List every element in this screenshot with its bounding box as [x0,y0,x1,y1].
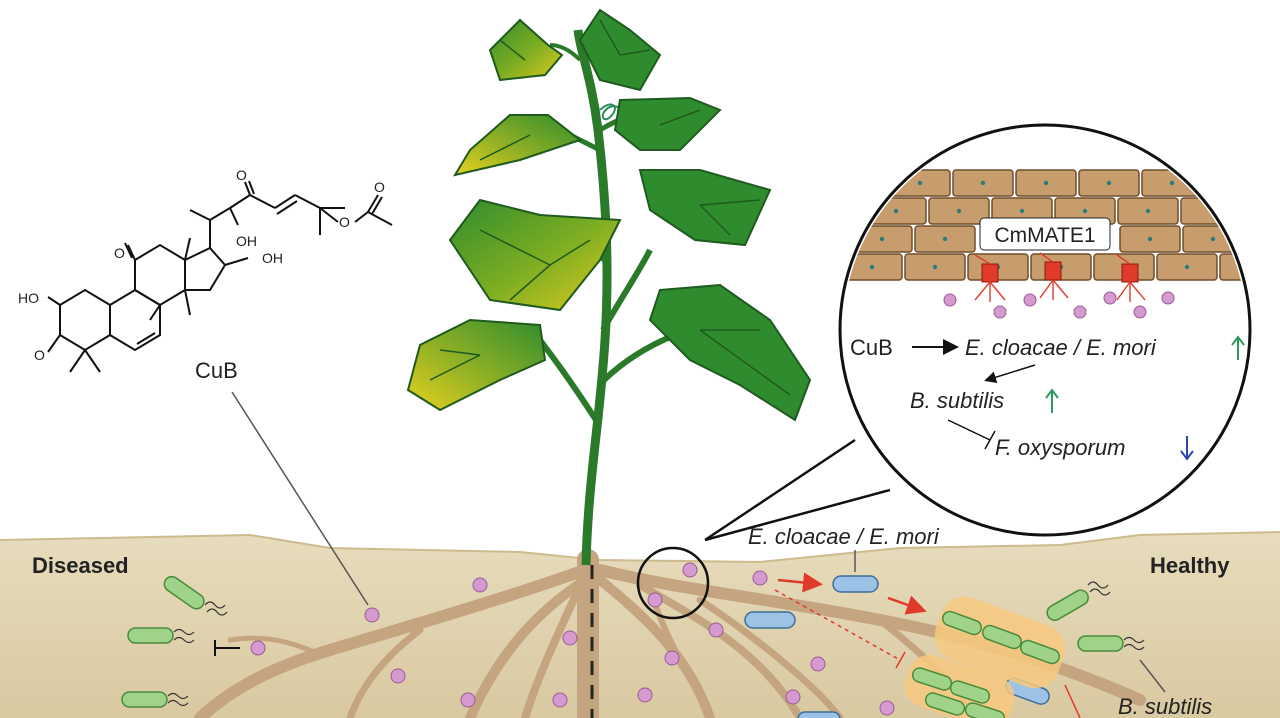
molecule-atom-labels: HO O O OH OH O O O [18,167,385,363]
inhibition-line [947,419,996,450]
magnifier-pointer [704,438,891,542]
atom-label-oh-ring: OH [262,250,283,266]
atom-label-o-top: O [236,167,247,183]
inhibition-dashed [774,589,1081,718]
atom-label-ho: HO [18,290,39,306]
inset-b-subtilis-text: B. subtilis [910,388,1004,413]
root-zoom-circle [636,546,710,620]
b-subtilis-pointer [1139,659,1166,693]
cmmate1-label: CmMATE1 [994,224,1095,247]
soil-molecule-dots [250,562,895,716]
cub-molecule-structure [47,180,393,373]
recruitment-arrows [777,572,927,615]
cub-pointer-line [231,391,369,606]
atom-label-o-carbonyl: O [374,179,385,195]
atom-label-o-ring: O [34,347,45,363]
soil-surface-line [0,531,1280,564]
atom-label-oh-side: OH [236,233,257,249]
inset-enterobacter-text: E. cloacae / E. mori [965,335,1157,360]
healthy-label: Healthy [1150,553,1230,578]
bacteria-healthy [1046,581,1145,652]
b-subtilis-label: B. subtilis [1118,694,1212,718]
up-arrow-icon [1231,335,1245,360]
inset-cub-text: CuB [850,335,893,360]
diseased-label: Diseased [32,553,129,578]
down-arrow-icon [1180,436,1194,461]
cucumber-plant [406,8,812,566]
soil-enterobacter-label: E. cloacae / E. mori [748,524,940,549]
atom-label-o-c11: O [114,245,125,261]
cub-label: CuB [195,358,238,383]
inset-f-oxysporum-text: F. oxysporum [995,435,1125,460]
cmmate1-label-box [979,217,1111,251]
bacteria-diseased [121,575,240,708]
inset-molecule-dots [943,291,1175,319]
inset-pathway: CuB E. cloacae / E. mori B. subtilis F. … [850,335,1245,461]
enterobacter-rods [744,575,1050,718]
up-arrow-icon [1045,388,1059,413]
atom-label-o-ester: O [339,214,350,230]
b-subtilis-colony [904,596,1065,718]
cmmate1-transporters [974,252,1146,302]
